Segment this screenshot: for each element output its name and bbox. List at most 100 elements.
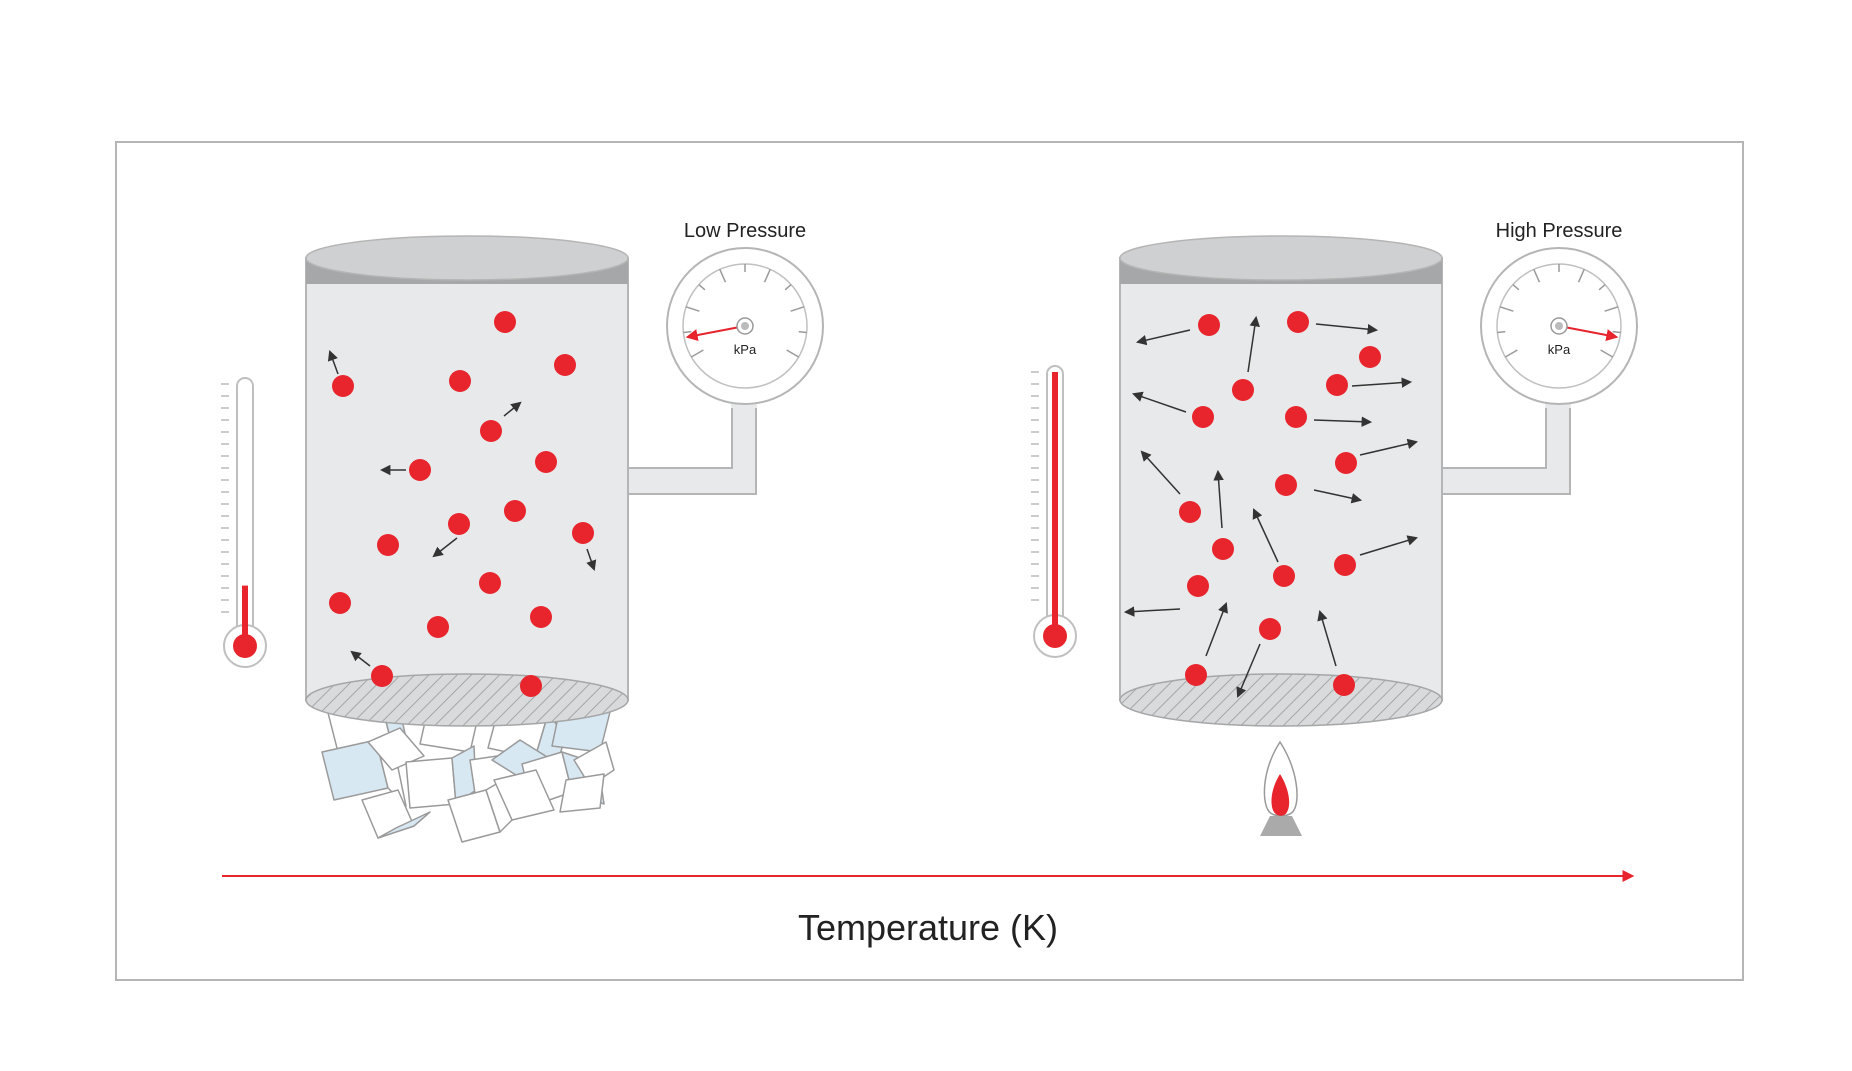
velocity-arrow bbox=[1252, 508, 1279, 563]
molecule bbox=[1287, 311, 1309, 333]
velocity-arrow bbox=[1313, 416, 1373, 427]
gauge-tick bbox=[790, 306, 805, 312]
gauge-tick bbox=[690, 349, 704, 358]
gauge-tick bbox=[1504, 349, 1518, 358]
right-container-base bbox=[1119, 673, 1443, 727]
molecule bbox=[504, 500, 526, 522]
molecule bbox=[427, 616, 449, 638]
velocity-arrow bbox=[586, 548, 597, 571]
molecule bbox=[449, 370, 471, 392]
velocity-arrow bbox=[1213, 469, 1224, 529]
right-molecules bbox=[1179, 311, 1381, 696]
left-container bbox=[305, 235, 629, 727]
left-gauge-needle bbox=[685, 325, 746, 341]
molecule bbox=[1212, 538, 1234, 560]
molecule bbox=[371, 665, 393, 687]
left-gauge-label: Low Pressure bbox=[684, 220, 806, 242]
velocity-arrow bbox=[1315, 323, 1379, 335]
molecule bbox=[1326, 374, 1348, 396]
left-thermometer-level bbox=[242, 585, 248, 636]
velocity-arrow bbox=[327, 350, 339, 375]
left-thermometer bbox=[221, 377, 267, 668]
molecule bbox=[377, 534, 399, 556]
right-gauge-unit: kPa bbox=[1548, 342, 1571, 357]
molecule bbox=[530, 606, 552, 628]
gauge-tick bbox=[1598, 283, 1606, 291]
molecule bbox=[1333, 674, 1355, 696]
molecule bbox=[448, 513, 470, 535]
molecule bbox=[1275, 474, 1297, 496]
molecule bbox=[1259, 618, 1281, 640]
gauge-tick bbox=[1533, 269, 1541, 283]
velocity-arrow bbox=[1359, 535, 1419, 556]
molecule bbox=[572, 522, 594, 544]
left-gauge-unit: kPa bbox=[734, 342, 757, 357]
molecule bbox=[520, 675, 542, 697]
gauge-tick bbox=[1499, 306, 1514, 312]
molecule bbox=[535, 451, 557, 473]
left-molecule-arrows bbox=[327, 350, 597, 667]
molecule bbox=[1359, 346, 1381, 368]
velocity-arrow bbox=[1247, 315, 1260, 373]
gauge-tick bbox=[685, 306, 700, 312]
right-panel: kPa High Pressure bbox=[1031, 220, 1638, 836]
right-thermometer-level bbox=[1052, 372, 1058, 626]
gauge-tick bbox=[1604, 306, 1619, 312]
left-container-base bbox=[305, 673, 629, 727]
gauge-tick bbox=[1497, 330, 1506, 334]
velocity-arrow bbox=[1140, 450, 1181, 495]
molecule bbox=[1335, 452, 1357, 474]
gauge-tick bbox=[1577, 269, 1585, 283]
velocity-arrow bbox=[350, 650, 371, 667]
burner bbox=[1260, 816, 1302, 836]
right-gauge-needle bbox=[1558, 325, 1619, 341]
velocity-arrow bbox=[1135, 329, 1191, 346]
velocity-arrow bbox=[1132, 391, 1187, 413]
right-pressure-gauge: kPa bbox=[1480, 247, 1638, 405]
molecule bbox=[1285, 406, 1307, 428]
flame bbox=[1260, 740, 1302, 836]
gauge-tick bbox=[763, 269, 771, 283]
molecule bbox=[554, 354, 576, 376]
molecule bbox=[1192, 406, 1214, 428]
molecule bbox=[1334, 554, 1356, 576]
gauge-tick bbox=[786, 349, 800, 358]
gauge-tick bbox=[784, 283, 792, 291]
molecule bbox=[409, 459, 431, 481]
gauge-tick bbox=[1612, 330, 1621, 334]
gauge-tick bbox=[1512, 283, 1520, 291]
molecule bbox=[1187, 575, 1209, 597]
molecule bbox=[480, 420, 502, 442]
left-panel: kPa Low Pressure bbox=[221, 220, 824, 843]
velocity-arrow bbox=[1317, 609, 1337, 667]
gauge-tick bbox=[698, 283, 706, 291]
gauge-tick bbox=[719, 269, 727, 283]
velocity-arrow bbox=[503, 401, 522, 417]
molecule bbox=[329, 592, 351, 614]
molecule bbox=[1232, 379, 1254, 401]
temperature-axis-label: Temperature (K) bbox=[798, 907, 1058, 948]
diagram-frame bbox=[115, 141, 1744, 981]
left-molecules bbox=[329, 311, 594, 697]
molecule bbox=[1198, 314, 1220, 336]
gauge-tick bbox=[683, 330, 692, 334]
molecule bbox=[494, 311, 516, 333]
molecule bbox=[1179, 501, 1201, 523]
velocity-arrow bbox=[1359, 438, 1419, 456]
right-thermometer bbox=[1031, 365, 1077, 658]
left-gauge-pipe bbox=[627, 401, 757, 495]
left-pressure-gauge: kPa bbox=[666, 247, 824, 405]
velocity-arrow bbox=[1205, 602, 1228, 657]
molecule bbox=[332, 375, 354, 397]
right-container bbox=[1119, 235, 1443, 727]
velocity-arrow bbox=[1236, 643, 1261, 698]
molecule bbox=[1185, 664, 1207, 686]
molecule bbox=[479, 572, 501, 594]
velocity-arrow bbox=[1313, 489, 1363, 504]
right-gauge-pipe bbox=[1441, 401, 1571, 495]
gauge-tick bbox=[798, 330, 807, 334]
gauge-tick bbox=[1600, 349, 1614, 358]
right-molecule-arrows bbox=[1123, 315, 1419, 698]
right-thermometer-ticks bbox=[1031, 371, 1039, 601]
